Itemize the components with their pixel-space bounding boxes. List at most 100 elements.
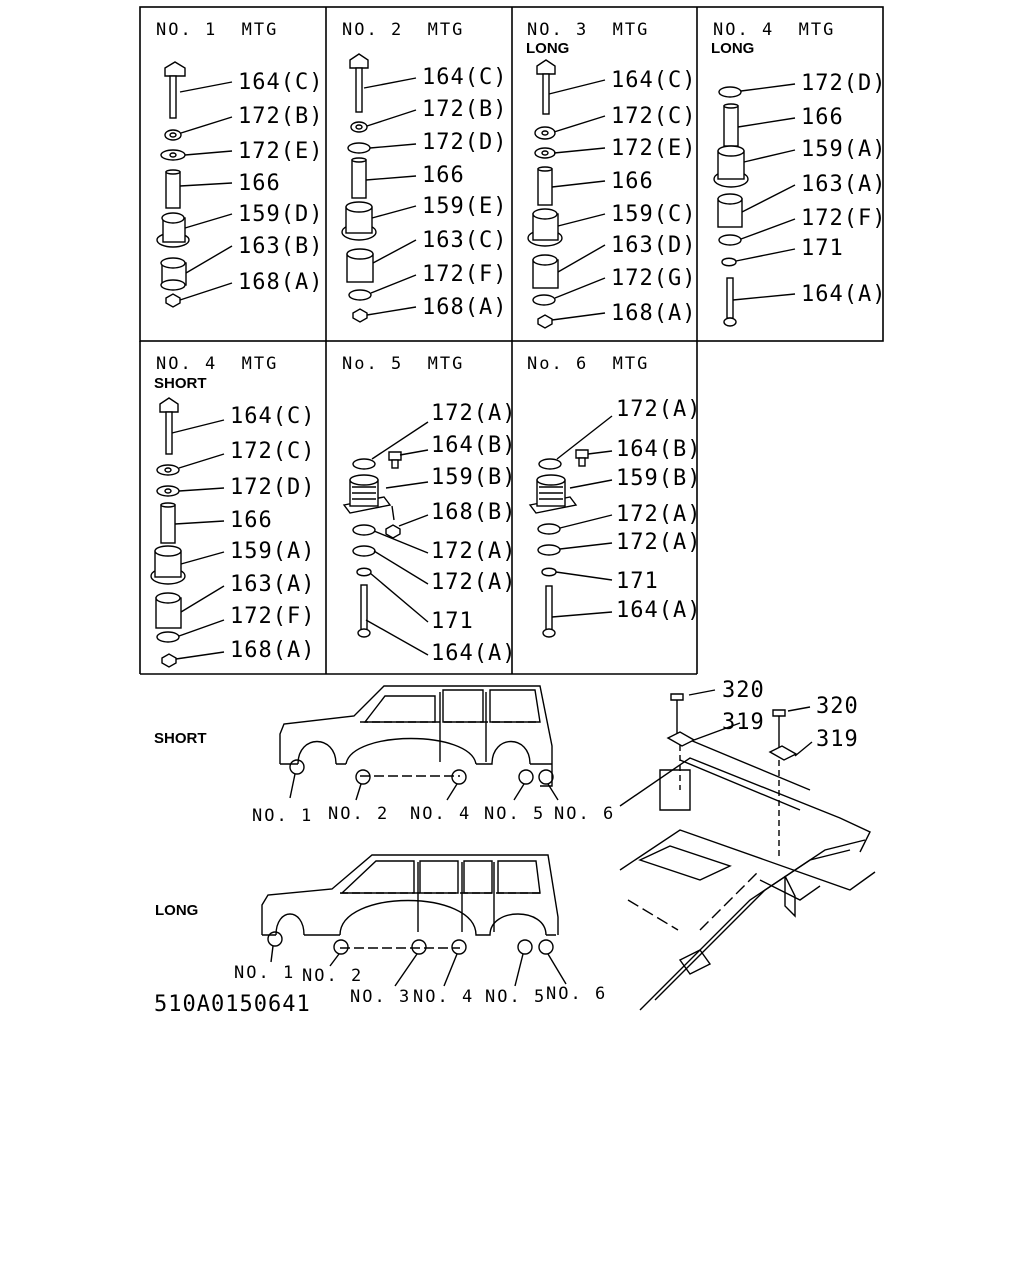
part-label: 159(D) bbox=[238, 202, 324, 227]
short-vehicle-label: SHORT bbox=[154, 730, 207, 747]
part-label: 164(A) bbox=[616, 598, 702, 623]
part-label: 172(A) bbox=[616, 397, 702, 422]
part-label: 168(A) bbox=[422, 295, 508, 320]
cell-title: No. 5 MTG bbox=[342, 354, 465, 374]
part-label: 163(B) bbox=[238, 234, 324, 259]
part-label: 166 bbox=[422, 163, 465, 188]
part-label: 166 bbox=[238, 171, 281, 196]
part-label: 168(A) bbox=[230, 638, 316, 663]
part-label: 172(F) bbox=[230, 604, 316, 629]
part-label: 166 bbox=[611, 169, 654, 194]
part-label: 172(C) bbox=[611, 104, 697, 129]
part-label: 164(C) bbox=[611, 68, 697, 93]
part-label: 172(A) bbox=[431, 570, 517, 595]
short-vehicle-outline bbox=[279, 685, 559, 801]
cell-subtitle: LONG bbox=[711, 40, 755, 57]
part-label: 168(A) bbox=[238, 270, 324, 295]
part-label: 172(E) bbox=[238, 139, 324, 164]
mount-tag: NO. 2 bbox=[328, 804, 390, 824]
part-label: 172(A) bbox=[616, 530, 702, 555]
part-label: 319 bbox=[722, 710, 765, 735]
part-label: 159(A) bbox=[801, 137, 887, 162]
cell-title: NO. 3 MTG bbox=[527, 20, 650, 40]
mount-tag: NO. 3 bbox=[350, 987, 412, 1007]
cell-subtitle: LONG bbox=[526, 40, 570, 57]
mount-tag: NO. 4 bbox=[413, 987, 475, 1007]
part-label: 163(D) bbox=[611, 233, 697, 258]
part-label: 172(F) bbox=[801, 206, 887, 231]
cell-title: NO. 4 MTG bbox=[156, 354, 279, 374]
long-vehicle-outline bbox=[261, 854, 567, 987]
cell-title: NO. 1 MTG bbox=[156, 20, 279, 40]
part-label: 164(C) bbox=[238, 70, 324, 95]
part-label: 172(D) bbox=[230, 475, 316, 500]
mount-tag: NO. 5 bbox=[485, 987, 547, 1007]
part-label: 172(E) bbox=[611, 136, 697, 161]
cell5-parts bbox=[150, 397, 186, 668]
part-label: 171 bbox=[801, 236, 844, 261]
cell-title: NO. 2 MTG bbox=[342, 20, 465, 40]
cell4-parts bbox=[713, 86, 749, 327]
cell7-parts bbox=[528, 449, 589, 638]
part-label: 172(D) bbox=[801, 71, 887, 96]
part-label: 171 bbox=[431, 609, 474, 634]
part-label: 166 bbox=[230, 508, 273, 533]
cell1-leaders bbox=[179, 81, 233, 301]
part-label: 163(A) bbox=[230, 572, 316, 597]
part-label: 168(B) bbox=[431, 500, 517, 525]
cell3-parts bbox=[527, 59, 563, 329]
part-label: 172(A) bbox=[431, 401, 517, 426]
part-label: 320 bbox=[722, 678, 765, 703]
part-label: 163(A) bbox=[801, 172, 887, 197]
cell5-leaders bbox=[171, 419, 225, 660]
cell6-parts bbox=[342, 451, 402, 638]
mount-tag: NO. 1 bbox=[234, 963, 296, 983]
part-label: 168(A) bbox=[611, 301, 697, 326]
part-label: 164(A) bbox=[801, 282, 887, 307]
cell-subtitle: SHORT bbox=[154, 375, 207, 392]
cell6-leaders bbox=[365, 421, 429, 656]
part-label: 319 bbox=[816, 727, 859, 752]
cell3-leaders bbox=[548, 79, 606, 321]
part-label: 159(B) bbox=[431, 465, 517, 490]
part-label: 166 bbox=[801, 105, 844, 130]
part-label: 159(B) bbox=[616, 466, 702, 491]
part-label: 164(C) bbox=[230, 404, 316, 429]
part-label: 172(F) bbox=[422, 262, 508, 287]
cell7-leaders bbox=[551, 415, 613, 618]
cell2-leaders bbox=[363, 77, 417, 316]
part-label: 171 bbox=[616, 569, 659, 594]
part-label: 163(C) bbox=[422, 228, 508, 253]
cell1-parts bbox=[156, 61, 190, 308]
part-label: 320 bbox=[816, 694, 859, 719]
chassis-frame bbox=[619, 689, 876, 1011]
cell-title: NO. 4 MTG bbox=[713, 20, 836, 40]
part-label: 159(A) bbox=[230, 539, 316, 564]
mount-tag: NO. 4 bbox=[410, 804, 472, 824]
cell-title: No. 6 MTG bbox=[527, 354, 650, 374]
part-label: 172(A) bbox=[431, 539, 517, 564]
part-label: 172(B) bbox=[422, 97, 508, 122]
mount-tag: NO. 2 bbox=[302, 966, 364, 986]
mount-tag: NO. 5 bbox=[484, 804, 546, 824]
part-label: 172(G) bbox=[611, 266, 697, 291]
mount-tag: NO. 6 bbox=[546, 984, 608, 1004]
part-label: 164(C) bbox=[422, 65, 508, 90]
part-label: 159(C) bbox=[611, 202, 697, 227]
part-label: 172(A) bbox=[616, 502, 702, 527]
diagram-code: 510A0150641 bbox=[154, 992, 311, 1017]
part-label: 164(A) bbox=[431, 641, 517, 666]
part-label: 172(B) bbox=[238, 104, 324, 129]
mount-tag: NO. 6 bbox=[554, 804, 616, 824]
part-label: 164(B) bbox=[616, 437, 702, 462]
cell2-parts bbox=[341, 53, 377, 323]
part-label: 172(D) bbox=[422, 130, 508, 155]
cell4-leaders bbox=[732, 83, 796, 301]
part-label: 172(C) bbox=[230, 439, 316, 464]
mount-tag: NO. 1 bbox=[252, 806, 314, 826]
long-vehicle-label: LONG bbox=[155, 902, 199, 919]
part-label: 164(B) bbox=[431, 433, 517, 458]
part-label: 159(E) bbox=[422, 194, 508, 219]
